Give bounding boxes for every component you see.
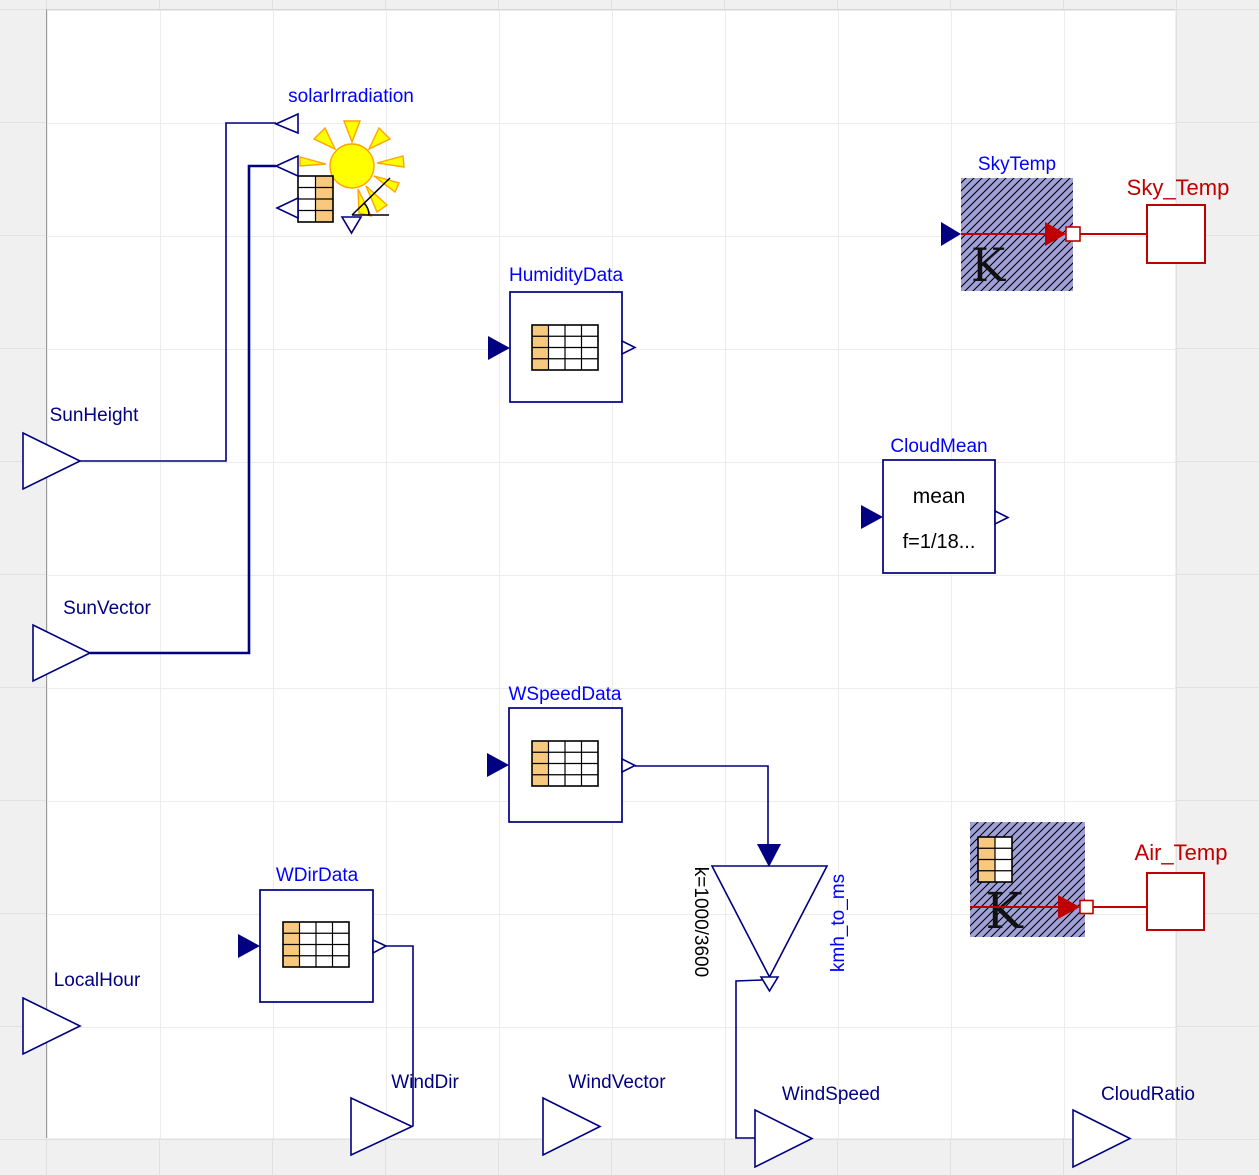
gain-name-label: kmh_to_ms — [828, 874, 849, 972]
component-kmh_to_ms[interactable]: k=1000/3600 kmh_to_ms — [690, 865, 849, 993]
label-Air_Temp: Air_Temp — [1135, 840, 1228, 865]
solar-input-1[interactable] — [273, 112, 299, 135]
gain-triangle — [710, 865, 829, 979]
port-WindSpeed[interactable] — [754, 1108, 814, 1169]
table-icon — [531, 324, 599, 371]
connection-wdir-to-winddir[interactable] — [386, 945, 414, 1126]
label-HumidityData: HumidityData — [509, 265, 623, 286]
label-WindDir: WindDir — [391, 1072, 459, 1093]
port-Air_Temp[interactable] — [1146, 872, 1205, 931]
label-Sky_Temp: Sky_Temp — [1127, 175, 1230, 200]
table-icon — [531, 740, 599, 787]
port-WindDir[interactable] — [350, 1096, 414, 1157]
solar-output-down — [340, 216, 363, 235]
component-CloudMean[interactable]: mean f=1/18... — [861, 459, 1010, 574]
gain-input-arrow — [757, 844, 781, 867]
label-WindVector: WindVector — [568, 1072, 666, 1093]
kelvin-letter: K — [971, 238, 1007, 292]
mean-text: mean — [913, 485, 966, 508]
input-arrow — [487, 753, 509, 777]
connections — [80, 122, 781, 1139]
connection-wspeed-to-gain[interactable] — [635, 765, 769, 846]
component-HumidityData[interactable] — [488, 291, 637, 403]
output-arrow — [994, 509, 1010, 526]
output-port[interactable] — [1079, 899, 1094, 915]
gain-value-label: k=1000/3600 — [690, 867, 711, 977]
label-LocalHour: LocalHour — [54, 970, 141, 991]
port-WindVector[interactable] — [542, 1096, 602, 1157]
output-arrow — [1045, 222, 1066, 246]
frequency-text: f=1/18... — [903, 531, 976, 553]
port-LocalHour[interactable] — [22, 996, 82, 1056]
table-icon — [297, 175, 334, 223]
label-CloudRatio: CloudRatio — [1101, 1084, 1195, 1105]
component-WSpeedData[interactable] — [487, 707, 637, 823]
component-WDirData[interactable] — [238, 889, 388, 1003]
solar-input-2[interactable] — [274, 154, 299, 178]
output-port[interactable] — [1065, 226, 1081, 242]
component-AirTempConvert[interactable]: K — [970, 822, 1094, 940]
port-CloudRatio[interactable] — [1072, 1108, 1132, 1169]
label-SunVector: SunVector — [63, 598, 151, 619]
connection-sunvector-to-solar[interactable] — [90, 164, 276, 655]
output-arrow — [372, 938, 388, 955]
connection-sunheight-to-solar[interactable] — [80, 122, 276, 462]
port-SunHeight[interactable] — [22, 431, 82, 491]
output-arrow — [1058, 895, 1080, 919]
gain-output-arrow — [759, 976, 780, 993]
label-WDirData: WDirData — [276, 865, 359, 886]
sun-icon — [299, 120, 405, 218]
port-SunVector[interactable] — [32, 623, 92, 683]
input-arrow — [941, 222, 961, 246]
connection-gain-to-windspeed[interactable] — [735, 979, 763, 1139]
output-arrow — [621, 757, 637, 774]
table-icon — [282, 921, 350, 968]
labels: solarIrradiation HumidityData SkyTemp Cl… — [50, 86, 1230, 1105]
input-arrow — [238, 934, 260, 958]
kelvin-letter: K — [985, 882, 1024, 940]
label-SunHeight: SunHeight — [50, 405, 139, 426]
label-solarIrradiation: solarIrradiation — [288, 86, 414, 107]
angle-icon — [351, 177, 391, 216]
table-icon — [977, 836, 1013, 883]
label-WindSpeed: WindSpeed — [782, 1084, 880, 1105]
label-WSpeedData: WSpeedData — [508, 684, 621, 705]
component-solarIrradiation[interactable] — [273, 112, 405, 235]
label-SkyTemp: SkyTemp — [978, 154, 1056, 175]
input-arrow — [861, 505, 883, 529]
output-arrow — [621, 339, 637, 356]
component-SkyTemp[interactable]: K — [941, 178, 1081, 292]
solar-input-3[interactable] — [275, 196, 299, 220]
port-Sky_Temp[interactable] — [1146, 204, 1206, 264]
input-arrow — [488, 336, 510, 360]
label-CloudMean: CloudMean — [890, 436, 987, 457]
